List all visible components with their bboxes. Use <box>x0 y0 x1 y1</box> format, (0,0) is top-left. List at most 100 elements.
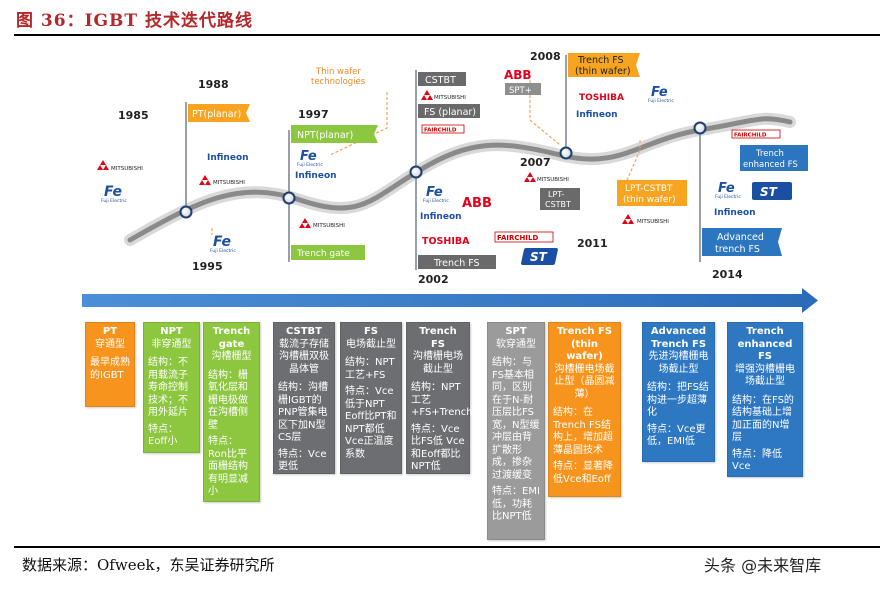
box-title: CSTBT <box>286 326 322 337</box>
flag-npt-label: NPT(planar) <box>297 130 353 141</box>
infineon-logo-2008-text: Infineon <box>576 110 618 120</box>
box-subtitle: 增强沟槽栅电场截止型 <box>735 363 795 388</box>
box-desc: 特点：Vce更低，EMI低 <box>647 423 706 448</box>
flag-cstbt-label: CSTBT <box>425 75 456 86</box>
box-subtitle: 沟槽栅电场截止型 <box>413 351 463 375</box>
flag-pt-label: PT(planar) <box>192 109 241 120</box>
node-1997 <box>282 191 296 205</box>
box-desc: 特点：Eoff小 <box>148 423 178 448</box>
box-desc: 特点：Vce低于NPT Eoff比PT和NPT都低 Vce正温度系数 <box>345 386 397 460</box>
st-logo-2014: ST <box>752 182 792 200</box>
infineon-logo-2014: Infineon <box>714 208 756 218</box>
mitsubishi-logo-1997: MITSUBISHI <box>299 218 345 229</box>
infineon-logo-2002-text: Infineon <box>420 212 462 222</box>
node-2007 <box>559 146 573 160</box>
flag-trench-fs-label: Trench FS <box>433 258 480 269</box>
box-desc: 特点：EMI低，功耗比NPT低 <box>492 486 540 522</box>
box-advanced-trench-fs: Advanced Trench FS 先进沟槽栅电场截止型 结构：把FS结构进一… <box>642 322 715 462</box>
mitsubishi-logo-1997-text: MITSUBISHI <box>313 223 345 229</box>
box-subtitle: 沟槽栅型 <box>211 351 252 362</box>
infineon-logo-1997-text: Infineon <box>295 171 337 181</box>
logos: MITSUBISHI Fe Fuji Electric Infineon MIT… <box>97 68 792 265</box>
box-desc: 结构：NPT工艺+FS <box>345 357 395 381</box>
flag-advanced-trench-label-2: trench FS <box>715 244 760 255</box>
year-1997: 1997 <box>298 108 329 121</box>
thin-wafer-label-1: Thin wafer <box>315 67 361 77</box>
fairchild-logo-2002a: FAIRCHILD <box>421 124 465 134</box>
toshiba-logo-2008: TOSHIBA <box>579 93 624 103</box>
box-spt: SPT 软穿通型 结构：与FS基本相同，区别在于N-耐压层比FS宽，N型缓冲层由… <box>487 322 545 540</box>
mitsubishi-logo-1985-text: MITSUBISHI <box>111 166 143 172</box>
box-title: NPT <box>160 326 183 337</box>
st-logo-2002-text: ST <box>530 250 548 264</box>
box-npt: NPT 非穿通型 结构：不用载流子寿命控制技术；不用外延片 特点：Eoff小 <box>143 322 200 453</box>
flag-trench-gate-label: Trench gate <box>296 249 350 259</box>
timeline-arrow <box>82 288 818 313</box>
infineon-logo-1988-text: Infineon <box>207 153 249 163</box>
mitsubishi-logo-2002a: MITSUBISHI <box>421 90 466 101</box>
node-2002 <box>409 165 423 179</box>
mitsubishi-logo-2011-text: MITSUBISHI <box>637 219 669 225</box>
box-title: Trench gate <box>212 326 251 350</box>
year-1985: 1985 <box>118 109 149 122</box>
st-logo-2002: ST <box>521 248 558 265</box>
fuji-logo-1997-text: Fuji Electric <box>297 162 323 168</box>
flag-trench-fs: Trench FS <box>418 255 496 269</box>
fuji-logo-2014-text: Fuji Electric <box>715 194 741 200</box>
year-1995: 1995 <box>192 260 223 273</box>
infineon-logo-2002: Infineon <box>420 212 462 222</box>
flag-advanced-trench: Advanced trench FS <box>702 228 782 256</box>
flag-lpt-cstbt-small-label-1: LPT- <box>548 190 564 199</box>
watermark: 头条 @未来智库 <box>704 556 822 575</box>
fuji-logo-2002-text: Fuji Electric <box>423 198 449 204</box>
fuji-logo-2008: Fe Fuji Electric <box>648 85 674 104</box>
box-desc: 结构：NPT工艺+FS+Trench <box>411 382 473 418</box>
bottom-rule <box>14 546 880 548</box>
mitsubishi-logo-2007-text: MITSUBISHI <box>537 177 569 183</box>
box-trench-fs-thin: Trench FS (thin wafer) 沟槽栅电场截止型（晶圆减薄） 结构… <box>548 322 621 497</box>
thin-wafer-label-2: technologies <box>311 77 366 87</box>
fuji-logo-2014-mark: Fe <box>718 181 735 196</box>
mitsubishi-logo-1988: MITSUBISHI <box>199 175 245 186</box>
flag-lpt-cstbt-small-label-2: CSTBT <box>545 200 571 209</box>
flag-trench-enhanced: Trench enhanced FS <box>740 145 808 171</box>
flag-lpt-cstbt-small: LPT- CSTBT <box>540 188 580 210</box>
infineon-logo-1988: Infineon <box>207 153 249 163</box>
fairchild-logo-2002a-text: FAIRCHILD <box>424 128 457 134</box>
fuji-logo-1995-mark: Fe <box>213 234 231 250</box>
box-subtitle: 载流子存储沟槽栅双极晶体管 <box>279 338 329 375</box>
fuji-logo-1985: Fe Fuji Electric <box>101 184 127 204</box>
flag-spt: SPT+ <box>505 83 541 96</box>
fuji-logo-1995-text: Fuji Electric <box>210 248 236 254</box>
fuji-logo-2008-text: Fuji Electric <box>648 98 674 104</box>
fuji-logo-2002-mark: Fe <box>426 185 443 200</box>
box-title: Trench enhanced FS <box>737 326 793 362</box>
abb-logo-2002: ABB <box>462 196 492 211</box>
box-title: Advanced Trench FS <box>650 326 707 350</box>
box-subtitle: 先进沟槽栅电场截止型 <box>648 351 709 375</box>
box-desc: 特点：Ron比平面栅结构有明显减小 <box>208 436 248 497</box>
fuji-logo-2014: Fe Fuji Electric <box>715 181 741 200</box>
timeline-nodes <box>179 121 707 219</box>
fuji-logo-2008-mark: Fe <box>651 85 668 100</box>
box-trench-enhanced-fs: Trench enhanced FS 增强沟槽栅电场截止型 结构：在FS的结构基… <box>727 322 803 477</box>
box-subtitle: 软穿通型 <box>496 338 536 350</box>
box-subtitle: 沟槽栅电场截止型（晶圆减薄） <box>554 363 615 400</box>
leader-lines <box>211 80 641 235</box>
infineon-logo-2008: Infineon <box>576 110 618 120</box>
year-2008: 2008 <box>530 50 561 63</box>
top-rule <box>14 34 880 36</box>
figure-title: 图 36：IGBT 技术迭代路线 <box>16 11 253 31</box>
fuji-logo-1997-mark: Fe <box>300 149 317 164</box>
box-title: Trench FS (thin wafer) <box>556 326 613 362</box>
fairchild-logo-2014-text: FAIRCHILD <box>734 133 767 139</box>
fuji-logo-1985-mark: Fe <box>104 184 122 200</box>
box-desc: 特点：Vce比FS低 Vce和Eoff都比NPT低 <box>411 423 465 473</box>
box-subtitle: 电场截止型 <box>346 338 396 350</box>
infineon-logo-2014-text: Infineon <box>714 208 756 218</box>
box-trench-fs: Trench FS 沟槽栅电场截止型 结构：NPT工艺+FS+Trench 特点… <box>406 322 473 474</box>
flag-npt: NPT(planar) <box>291 125 378 143</box>
box-title: SPT <box>505 326 527 337</box>
infineon-logo-1997: Infineon <box>295 171 337 181</box>
flag-trench-gate: Trench gate <box>291 245 365 260</box>
